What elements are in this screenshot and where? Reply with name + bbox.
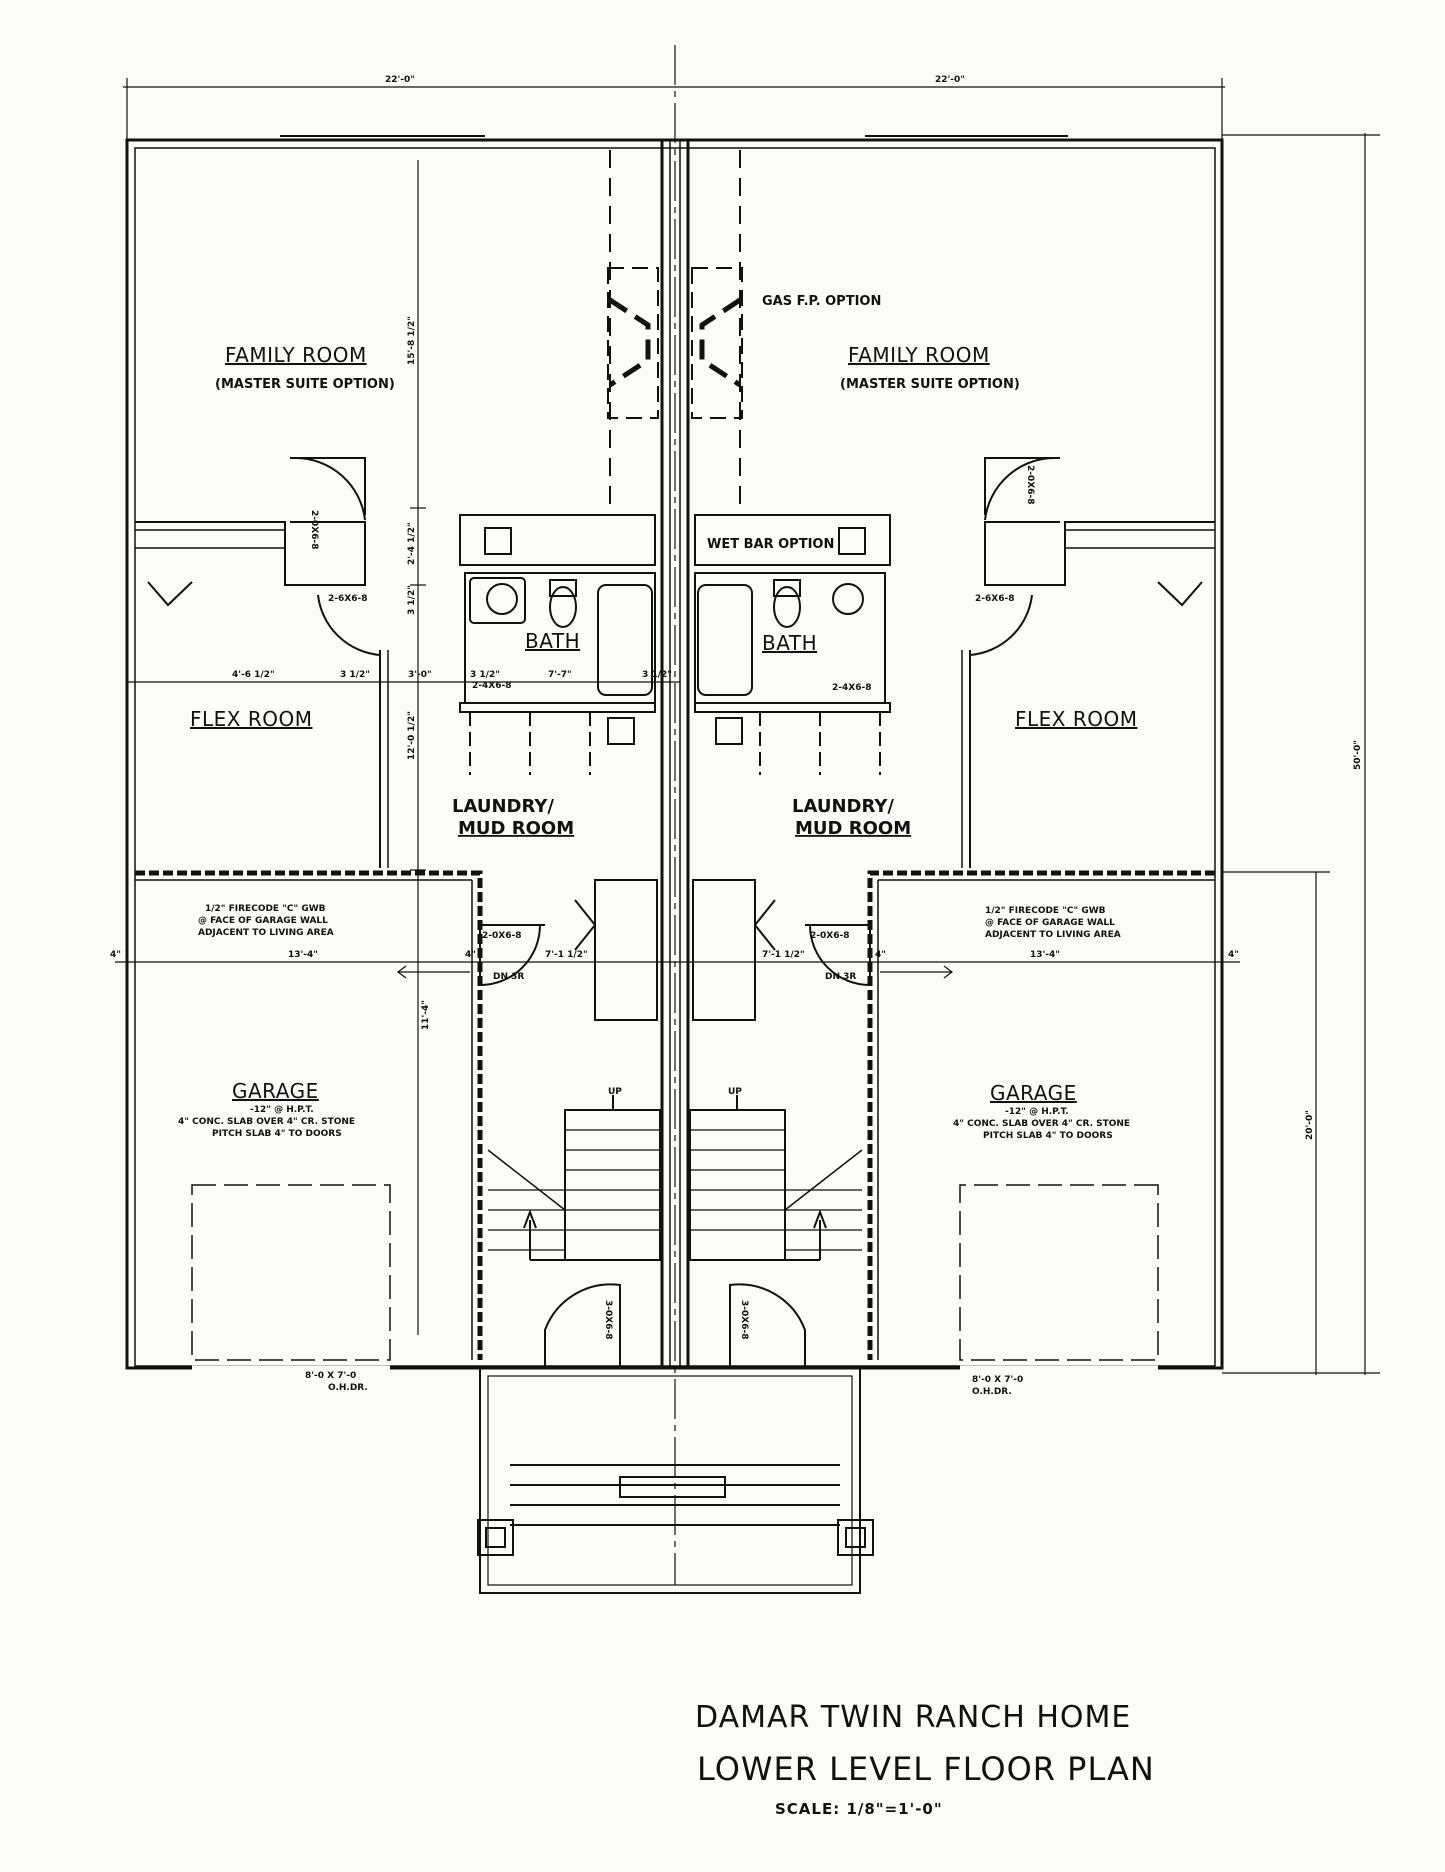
door-garage-left: 2-0X6-8	[482, 931, 521, 941]
door-entry-right: 3-0X6-8	[739, 1300, 749, 1339]
right-bath: BATH	[762, 631, 817, 655]
gas-fp-option: GAS F.P. OPTION	[762, 294, 881, 309]
dim-garage-inner: 11'-4"	[421, 1000, 431, 1030]
door-entry-left: 3-0X6-8	[603, 1300, 613, 1339]
right-firecode-1: 1/2" FIRECODE "C" GWB	[985, 906, 1106, 916]
dim-flex-depth: 12'-0 1/2"	[407, 711, 417, 760]
dim-garage-width-right: 13'-4"	[1030, 950, 1060, 960]
left-unit-walls	[135, 150, 874, 1594]
right-laundry: LAUNDRY/	[792, 796, 894, 817]
right-mud-room: MUD ROOM	[795, 818, 911, 839]
left-unit-labels: FAMILY ROOM (MASTER SUITE OPTION) FLEX R…	[178, 343, 622, 1139]
left-garage-note-3: PITCH SLAB 4" TO DOORS	[212, 1129, 342, 1139]
right-firecode-2: @ FACE OF GARAGE WALL	[985, 918, 1115, 928]
garage-door-right: 8'-0 X 7'-0	[972, 1375, 1023, 1385]
right-garage-note-2: 4" CONC. SLAB OVER 4" CR. STONE	[953, 1119, 1130, 1129]
left-firecode-1: 1/2" FIRECODE "C" GWB	[205, 904, 326, 914]
right-family-room: FAMILY ROOM	[848, 343, 990, 367]
door-closet-right: 2-0X6-8	[1025, 465, 1035, 504]
dim-stair-left: 7'-1 1/2"	[545, 950, 588, 960]
dim-closet-depth: 2'-4 1/2"	[407, 522, 417, 565]
dim-garage-width-left: 13'-4"	[288, 950, 318, 960]
door-bath-right: 2-4X6-8	[832, 683, 871, 693]
plan-subtitle: LOWER LEVEL FLOOR PLAN	[697, 1750, 1155, 1788]
garage-door-right-type: O.H.DR.	[972, 1387, 1012, 1397]
dim-four-in-2: 4"	[465, 950, 476, 960]
dim-width-right: 22'-0"	[935, 75, 965, 85]
left-garage-note-2: 4" CONC. SLAB OVER 4" CR. STONE	[178, 1117, 355, 1127]
dim-four-in-3: 4"	[875, 950, 886, 960]
right-garage-note-3: PITCH SLAB 4" TO DOORS	[983, 1131, 1113, 1141]
right-up: UP	[728, 1087, 742, 1097]
dim-wall-offset: 3 1/2"	[407, 585, 417, 615]
left-mud-room: MUD ROOM	[458, 818, 574, 839]
plan-title: DAMAR TWIN RANCH HOME	[695, 1700, 1132, 1735]
dim-flex-width: 4'-6 1/2"	[232, 670, 275, 680]
left-bath: BATH	[525, 629, 580, 653]
right-firecode-3: ADJACENT TO LIVING AREA	[985, 930, 1121, 940]
dim-bath-wall2: 3 1/2"	[642, 670, 672, 680]
right-flex-room: FLEX ROOM	[1015, 707, 1137, 731]
right-garage-note-1: -12" @ H.P.T.	[1005, 1107, 1069, 1117]
left-laundry: LAUNDRY/	[452, 796, 554, 817]
left-dn: DN 3R	[493, 972, 524, 982]
dim-width-left: 22'-0"	[385, 75, 415, 85]
wet-bar-option: WET BAR OPTION	[707, 537, 834, 552]
left-up: UP	[608, 1087, 622, 1097]
garage-door-left-type: O.H.DR.	[328, 1383, 368, 1393]
dim-four-in-1: 4"	[110, 950, 121, 960]
dimension-labels: 22'-0" 22'-0" 50'-0" 20'-0" 15'-8 1/2" 2…	[110, 75, 1363, 1140]
dim-stair-right: 7'-1 1/2"	[762, 950, 805, 960]
dim-bath-width: 7'-7"	[548, 670, 572, 680]
left-family-room: FAMILY ROOM	[225, 343, 367, 367]
door-flex-left: 2-6X6-8	[328, 594, 367, 604]
dim-wall-a: 3 1/2"	[340, 670, 370, 680]
left-garage-note-1: -12" @ H.P.T.	[250, 1105, 314, 1115]
right-master-suite-option: (MASTER SUITE OPTION)	[840, 377, 1020, 392]
dim-bath-wall: 3 1/2"	[470, 670, 500, 680]
dim-hall-width: 3'-0"	[408, 670, 432, 680]
dim-overall-depth: 50'-0"	[1353, 740, 1363, 770]
right-unit-walls	[689, 456, 1215, 1371]
door-garage-right: 2-0X6-8	[810, 931, 849, 941]
right-garage: GARAGE	[990, 1081, 1077, 1105]
door-closet-left: 2-0X6-8	[309, 510, 319, 549]
door-bath-left: 2-4X6-8	[472, 681, 511, 691]
left-master-suite-option: (MASTER SUITE OPTION)	[215, 377, 395, 392]
door-flex-right: 2-6X6-8	[975, 594, 1014, 604]
left-firecode-2: @ FACE OF GARAGE WALL	[198, 916, 328, 926]
right-dn: DN 3R	[825, 972, 856, 982]
garage-door-left: 8'-0 X 7'-0	[305, 1371, 356, 1381]
dimension-lines	[115, 45, 1380, 1585]
right-unit-labels: FAMILY ROOM (MASTER SUITE OPTION) FLEX R…	[707, 294, 1137, 1141]
dim-family-depth: 15'-8 1/2"	[407, 316, 417, 365]
dim-four-in-4: 4"	[1228, 950, 1239, 960]
left-flex-room: FLEX ROOM	[190, 707, 312, 731]
dim-garage-depth: 20'-0"	[1305, 1110, 1315, 1140]
plan-scale: SCALE: 1/8"=1'-0"	[775, 1800, 943, 1818]
door-labels: 2-0X6-8 2-0X6-8 2-6X6-8 2-6X6-8 2-4X6-8 …	[305, 465, 1035, 1397]
left-garage: GARAGE	[232, 1079, 319, 1103]
left-firecode-3: ADJACENT TO LIVING AREA	[198, 928, 334, 938]
